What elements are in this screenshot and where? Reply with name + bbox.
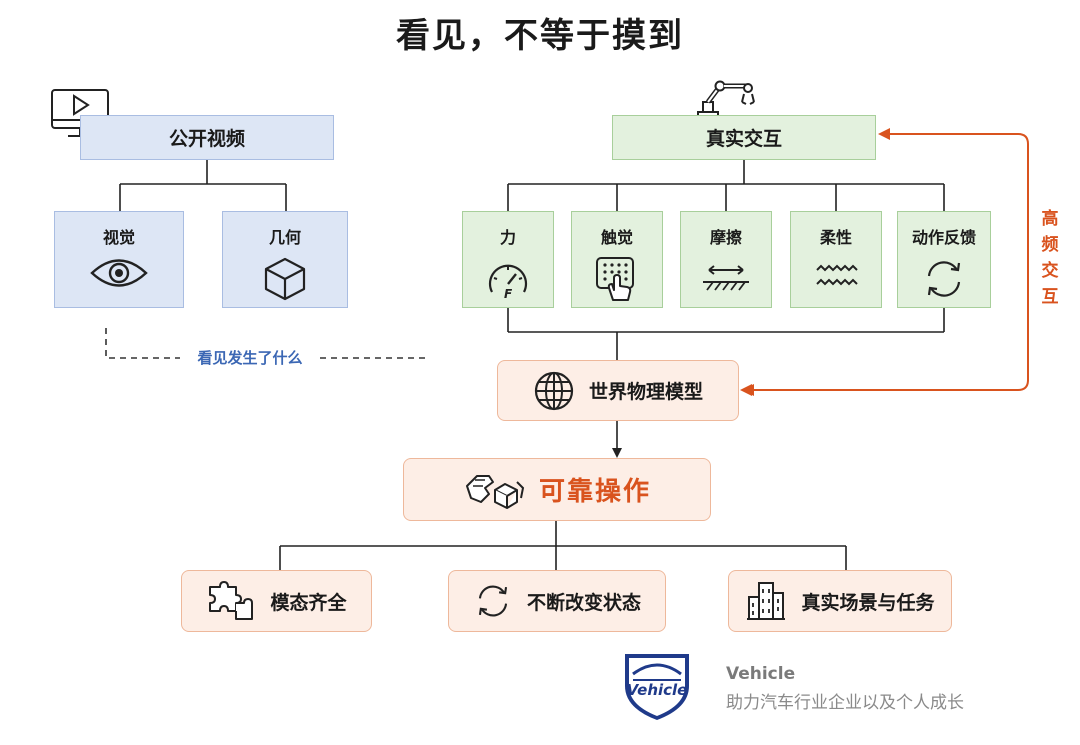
force-gauge-icon: F: [488, 264, 528, 300]
world-physics-model-label: 世界物理模型: [588, 381, 703, 403]
geometry-box: 几何: [222, 211, 348, 308]
eye-icon: [90, 259, 148, 287]
reliable-operation-label: 可靠操作: [538, 477, 651, 507]
public-video-label: 公开视频: [168, 128, 245, 150]
page-title: 看见，不等于摸到: [396, 16, 684, 56]
high-frequency-interaction-label: 高频交互: [1041, 209, 1059, 307]
svg-text:F: F: [504, 287, 513, 300]
friction-icon: [703, 265, 749, 291]
cube-icon: [264, 257, 306, 301]
touch-grid-icon: [596, 257, 634, 301]
geometry-label: 几何: [268, 228, 301, 247]
friction-box: 摩擦: [680, 211, 772, 308]
friction-label: 摩擦: [709, 228, 742, 247]
changing-state-label: 不断改变状态: [526, 591, 641, 614]
public-video-header: 公开视频: [80, 115, 334, 160]
flexibility-box: 柔性: [790, 211, 882, 308]
brand-block: Vehicle 助力汽车行业企业以及个人成长: [726, 664, 964, 713]
vehicle-logo: Vehicle: [625, 654, 689, 720]
buildings-icon: [747, 582, 786, 620]
reliable-operation-box: 可靠操作: [403, 458, 711, 521]
touch-label: 触觉: [600, 228, 633, 247]
real-interaction-label: 真实交互: [705, 128, 782, 150]
vehicle-logo-text: Vehicle: [627, 681, 688, 699]
modality-complete-box: 模态齐全: [181, 570, 372, 632]
hands-box-icon: [465, 474, 525, 509]
action-feedback-label: 动作反馈: [911, 228, 976, 247]
vision-box: 视觉: [54, 211, 184, 308]
real-interaction-header: 真实交互: [612, 115, 876, 160]
brand-slogan: 助力汽车行业企业以及个人成长: [726, 693, 964, 713]
real-scenes-tasks-label: 真实场景与任务: [801, 591, 935, 614]
brand-name: Vehicle: [726, 664, 796, 684]
world-physics-model-box: 世界物理模型: [497, 360, 739, 421]
action-feedback-box: 动作反馈: [897, 211, 991, 308]
puzzle-icon: [209, 581, 254, 620]
vision-label: 视觉: [102, 228, 135, 247]
zigzag-icon: [816, 264, 858, 286]
flexibility-label: 柔性: [819, 228, 852, 247]
refresh-icon: [927, 261, 961, 297]
force-label: 力: [499, 228, 516, 247]
real-scenes-tasks-box: 真实场景与任务: [728, 570, 952, 632]
seen-what-happened-label: 看见发生了什么: [180, 347, 320, 368]
refresh-icon: [478, 585, 508, 617]
globe-icon: [534, 371, 574, 410]
touch-box: 触觉: [571, 211, 663, 308]
modality-complete-label: 模态齐全: [270, 591, 347, 614]
changing-state-box: 不断改变状态: [448, 570, 666, 632]
force-box: 力 F: [462, 211, 554, 308]
